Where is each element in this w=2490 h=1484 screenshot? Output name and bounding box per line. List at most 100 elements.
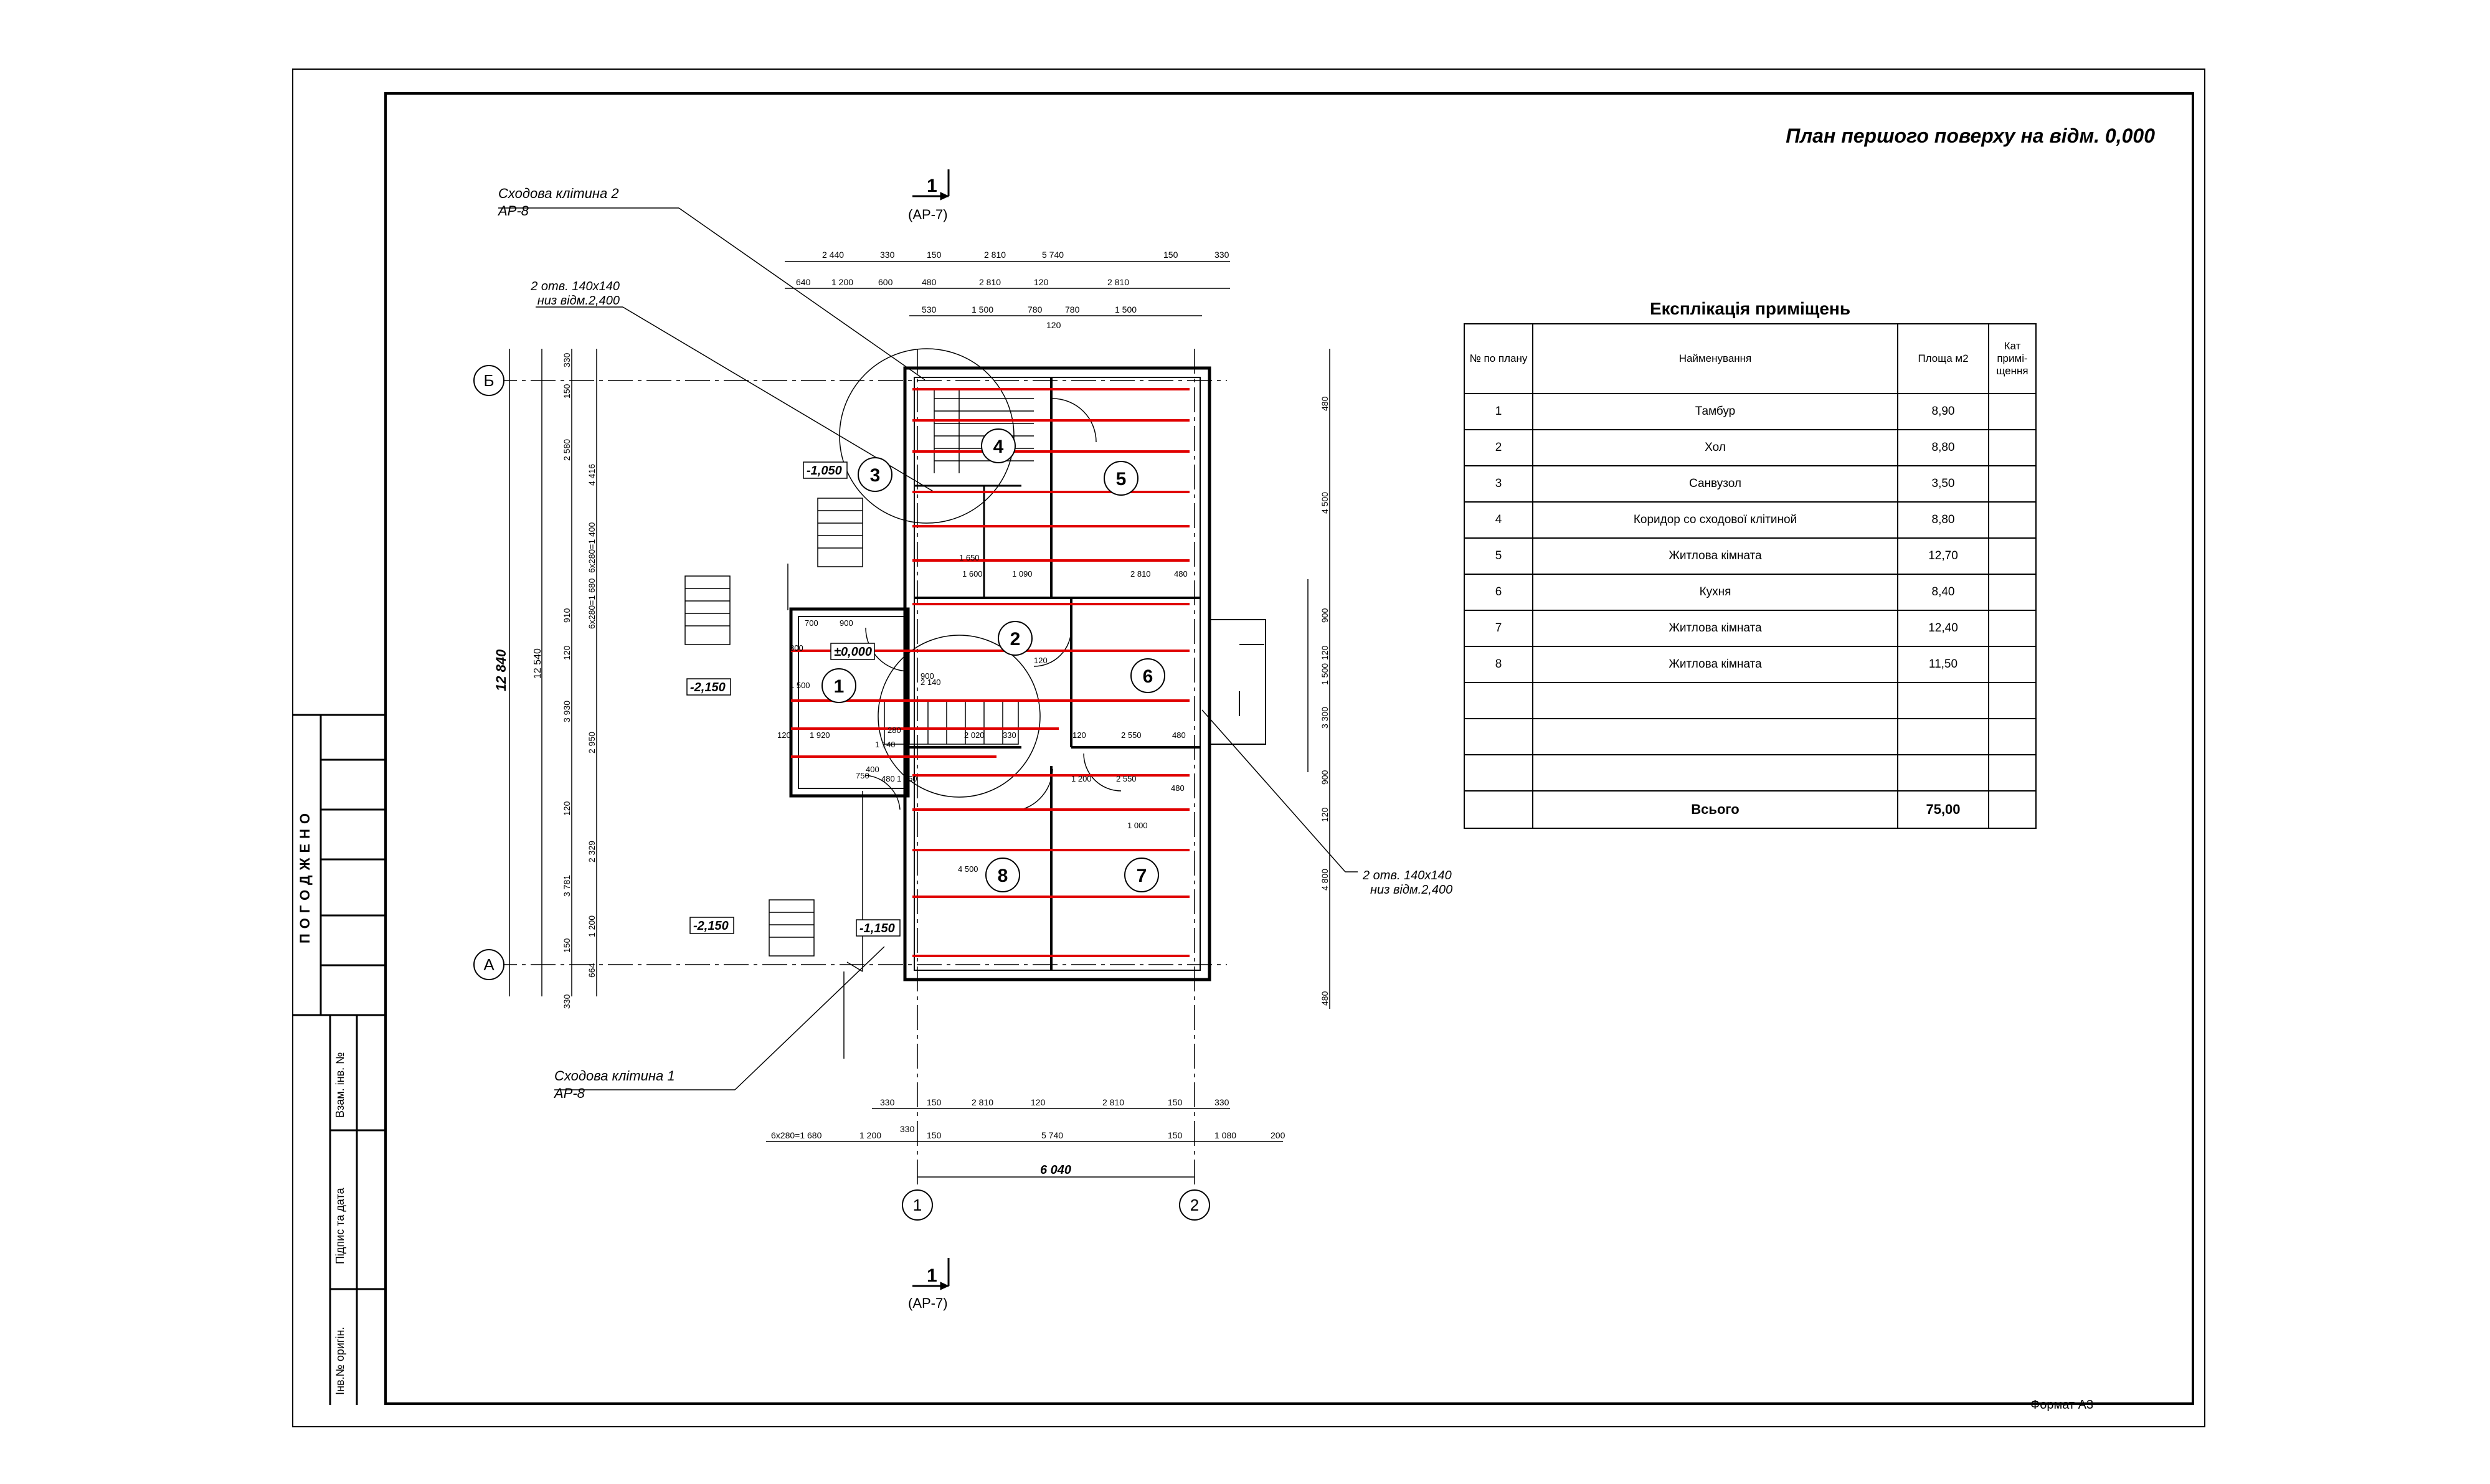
header-num: № по плану (1464, 323, 1533, 394)
callout-stair1-ref: АР-8 (553, 1085, 585, 1101)
drawing-frame (384, 92, 2194, 1405)
dim-text-interior: 330 (1003, 730, 1016, 740)
dim-text: 330 (900, 1124, 915, 1134)
drawing-title: План першого поверху на відм. 0,000 (1786, 125, 2155, 147)
dim-text: 664 (587, 963, 597, 978)
explication-empty-cell (1897, 754, 1989, 792)
section-mark-bottom: 1 (927, 1265, 937, 1286)
dim-text: 120 (562, 801, 572, 816)
dim-text-interior: 120 (1034, 656, 1048, 665)
explication-empty-cell (1897, 718, 1989, 755)
explication-cell-num: 2 (1464, 429, 1533, 466)
dim-text-interior: 120 (1072, 730, 1086, 740)
explication-cell-name: Коридор со сходової клітиной (1532, 501, 1898, 539)
explication-cell-area: 8,40 (1897, 574, 1989, 611)
callout-openings-top-1: 2 отв. 140х140 (530, 280, 620, 293)
level-box (689, 917, 734, 934)
dim-text: 2 950 (587, 732, 597, 754)
dim-text: 3 930 (562, 701, 572, 722)
dim-text-interior: 800 (790, 643, 803, 653)
dim-text-interior: 1 090 (1012, 569, 1033, 579)
room-marker (821, 668, 856, 703)
dim-text: 480 (922, 277, 937, 287)
dim-text: 900 (1320, 608, 1330, 623)
dim-text: 480 (1320, 991, 1330, 1006)
section-ref-bottom: (АР-7) (908, 1295, 948, 1311)
dim-text: 1 500 (1320, 663, 1330, 685)
dim-text: 2 810 (1102, 1097, 1124, 1107)
explication-cell-cat (1988, 501, 2037, 539)
dim-text: 330 (1214, 250, 1229, 260)
explication-total-label: Всього (1532, 790, 1898, 829)
dim-text: 530 (922, 305, 937, 314)
dim-text: 4 500 (1320, 492, 1330, 514)
header-area: Площа м2 (1897, 323, 1989, 394)
callout-openings-right-1: 2 отв. 140х140 (1362, 869, 1452, 882)
axis-number-label: 2 (1190, 1196, 1199, 1214)
dim-text: 5 740 (1041, 1130, 1063, 1140)
dim-text-interior: 1 500 (790, 681, 810, 690)
dim-text: 150 (562, 938, 572, 953)
dim-text-interior: 750 (856, 771, 869, 780)
dim-text: 120 (1320, 645, 1330, 660)
explication-cell-cat (1988, 646, 2037, 683)
explication-total-empty (1988, 790, 2037, 829)
dim-text: 780 (1028, 305, 1043, 314)
dim-text: 3 300 (1320, 707, 1330, 729)
explication-cell-area: 8,80 (1897, 429, 1989, 466)
explication-cell-area: 8,80 (1897, 501, 1989, 539)
room-marker (1130, 658, 1165, 693)
explication-cell-name: Житлова кімната (1532, 646, 1898, 683)
level-box (856, 919, 901, 937)
dim-text-interior: 480 (881, 774, 895, 783)
dim-text-interior: 1 200 (1071, 774, 1092, 783)
explication-cell-area: 12,70 (1897, 537, 1989, 575)
dim-text: 120 (1046, 320, 1061, 330)
dim-text: 1 200 (859, 1130, 881, 1140)
explication-table: № по плану Найменування Площа м2 Кат при… (1464, 323, 2037, 829)
dim-text: 2 810 (1107, 277, 1129, 287)
dim-text-interior: 120 (777, 730, 791, 740)
dim-text: 4 416 (587, 464, 597, 486)
dim-text: 780 (1065, 305, 1080, 314)
explication-cell-num: 1 (1464, 393, 1533, 430)
dim-text: 6х280=1 680 (771, 1130, 822, 1140)
explication-cell-cat (1988, 465, 2037, 503)
dim-text-interior: 480 (1174, 569, 1188, 579)
vestibule-wall-inner (798, 616, 909, 789)
explication-cell-cat (1988, 610, 2037, 647)
dim-text: 330 (880, 1097, 895, 1107)
explication-cell-num: 6 (1464, 574, 1533, 611)
dim-text: 5 740 (1042, 250, 1064, 260)
explication-cell-name: Санвузол (1532, 465, 1898, 503)
dim-text: 1 200 (831, 277, 853, 287)
explication-empty-cell (1532, 682, 1898, 719)
callout-stair2-ref: АР-8 (497, 203, 529, 219)
room-number: 5 (1116, 469, 1127, 489)
dim-text: 600 (878, 277, 893, 287)
explication-cell-name: Тамбур (1532, 393, 1898, 430)
explication-cell-cat (1988, 393, 2037, 430)
dim-text: 900 (1320, 770, 1330, 785)
explication-empty-row (1464, 754, 2037, 792)
explication-empty-cell (1532, 754, 1898, 792)
dim-text-interior: 1 000 (1127, 821, 1148, 830)
dim-text: 3 781 (562, 875, 572, 897)
explication-cell-cat (1988, 429, 2037, 466)
header-name: Найменування (1532, 323, 1898, 394)
level-box (686, 678, 731, 696)
dim-text: 120 (562, 645, 572, 660)
level-mark: -2,150 (690, 681, 726, 694)
explication-cell-num: 5 (1464, 537, 1533, 575)
dim-text-interior: 480 (1171, 783, 1185, 793)
callout-stair2-title: Сходова клітина 2 (498, 186, 619, 201)
axis-number-label: 1 (913, 1196, 922, 1214)
dim-text-interior: 700 (805, 618, 818, 628)
dim-text: 120 (1034, 277, 1049, 287)
